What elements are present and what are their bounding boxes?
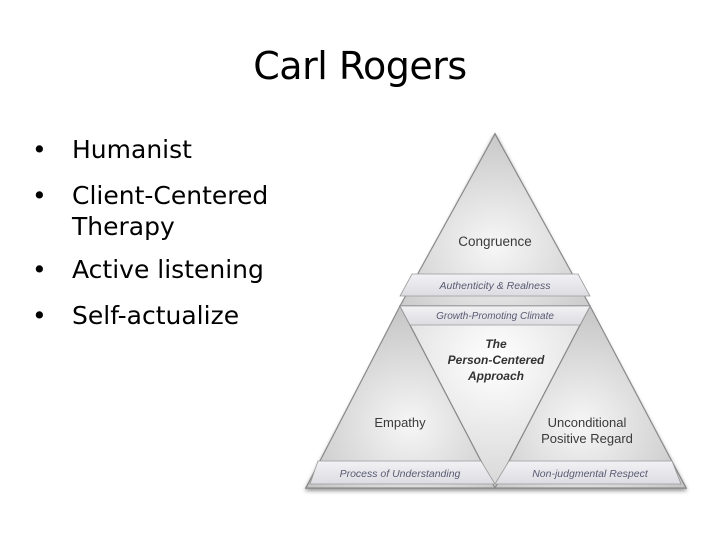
bullet-glyph: • [32,301,47,330]
label-positive-regard: Positive Regard [541,431,633,446]
label-non-judgmental-respect: Non-judgmental Respect [532,468,649,480]
slide-title: Carl Rogers [253,44,467,88]
bullet-item: • Client-Centered Therapy [32,180,292,242]
bullet-list: • Humanist • Client-Centered Therapy • A… [32,134,292,346]
label-center-line1: The [485,337,507,351]
bullet-glyph: • [32,181,47,210]
top-band [399,273,591,297]
bullet-text: Humanist [72,135,192,164]
left-triangle [305,304,496,489]
bullet-glyph: • [32,135,47,164]
label-growth-promoting-climate: Growth-Promoting Climate [436,311,554,322]
top-mid-band [399,305,591,326]
bullet-text: Active listening [72,255,264,284]
right-triangle [494,304,687,489]
label-congruence: Congruence [458,234,532,249]
label-unconditional: Unconditional [548,415,627,430]
right-bottom-band [494,460,682,485]
bullet-item: • Self-actualize [32,300,292,331]
label-authenticity-realness: Authenticity & Realness [439,280,552,292]
label-center-line3: Approach [467,369,524,383]
person-centered-triangle-diagram: Congruence Authenticity & Realness Growt… [304,132,688,490]
bullet-text: Self-actualize [72,301,240,330]
label-empathy: Empathy [374,415,426,430]
bullet-item: • Active listening [32,254,292,285]
bullet-glyph: • [32,255,47,284]
label-center-line2: Person-Centered [448,353,545,367]
label-process-of-understanding: Process of Understanding [340,468,461,480]
bullet-item: • Humanist [32,134,292,165]
bullet-text: Client-Centered Therapy [72,181,269,241]
